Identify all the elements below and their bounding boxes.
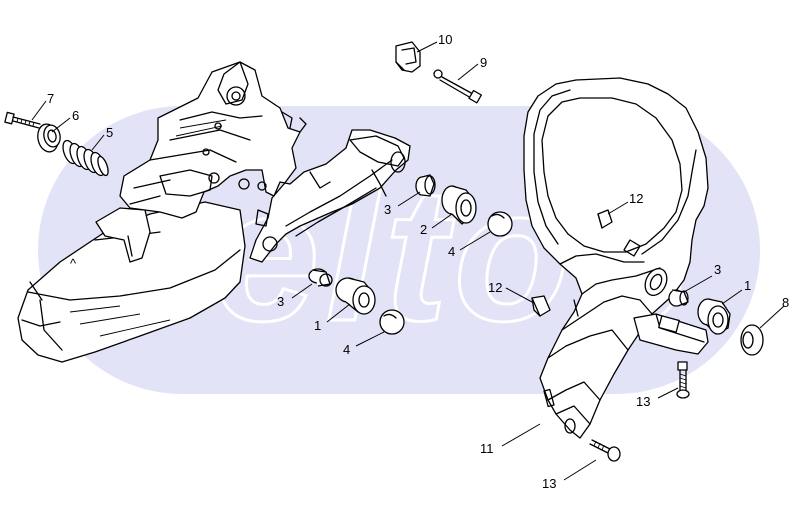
buffer-part-1b [697,298,731,335]
callout-2: 2 [420,222,427,237]
clip-part [395,41,421,73]
callout-6: 6 [72,108,79,123]
housing: ^ [17,61,411,363]
sleeve-part-3c [668,289,689,307]
callout-13a: 13 [636,394,650,409]
screw-part-7 [4,111,41,129]
callout-4b: 4 [343,342,350,357]
sleeve-part-3b [308,268,333,287]
callout-12b: 12 [488,280,502,295]
leader-lines [31,41,785,481]
screw-part-13b [589,439,621,462]
buffer-part-1a [335,277,376,315]
plug-part-4b [379,309,405,335]
housing-mark: ^ [70,256,77,271]
callout-1b: 1 [744,278,751,293]
callout-5: 5 [106,125,113,140]
buffer-part-2 [441,185,477,225]
callout-1a: 1 [314,318,321,333]
handlebar [523,77,709,439]
callout-7: 7 [47,91,54,106]
callout-3b: 3 [277,294,284,309]
callout-12a: 12 [629,191,643,206]
callout-9: 9 [480,55,487,70]
callout-10: 10 [438,32,452,47]
sleeve-part-3a [415,174,436,197]
screw-part-13a [676,361,690,399]
washer-part-8 [740,324,764,356]
callout-3a: 3 [384,202,391,217]
callout-8: 8 [782,295,789,310]
callouts: 10 9 7 6 5 3 2 4 3 1 4 12 12 3 1 8 13 11… [47,32,789,491]
stop-part-12a [597,209,613,229]
callout-13b: 13 [542,476,556,491]
spring-part [62,139,109,177]
plug-part-4a [487,211,513,237]
callout-11: 11 [480,441,494,456]
pin-part [433,69,482,104]
stop-part-12b [531,295,551,317]
callout-4a: 4 [448,244,455,259]
callout-3c: 3 [714,262,721,277]
